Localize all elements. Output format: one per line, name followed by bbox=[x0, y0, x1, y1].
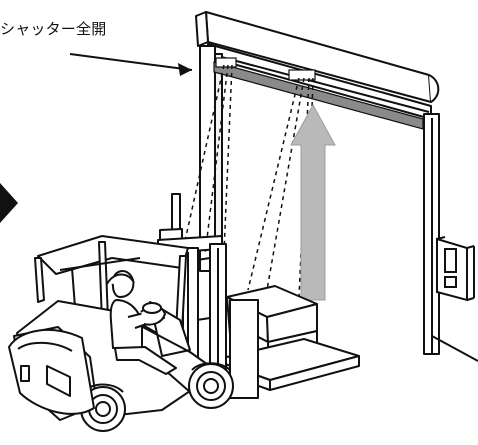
shutter-fully-open-label: シャッター全開 bbox=[0, 20, 107, 38]
opening-direction-arrow bbox=[290, 103, 336, 301]
triangle-marker-icon bbox=[0, 183, 18, 223]
shutter-frame bbox=[195, 11, 440, 355]
floor-line bbox=[431, 335, 478, 362]
shutter-band bbox=[213, 57, 424, 130]
forklift-wheels bbox=[80, 362, 234, 432]
forklift-rear-counterweight bbox=[8, 328, 95, 415]
control-box bbox=[436, 236, 475, 302]
operator bbox=[106, 270, 177, 375]
annotation-pointer bbox=[69, 53, 193, 76]
